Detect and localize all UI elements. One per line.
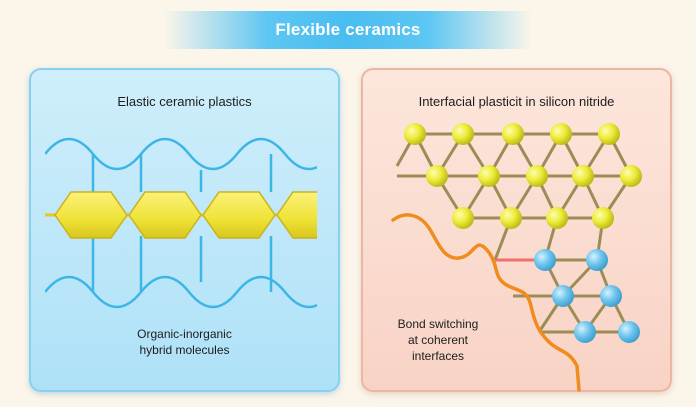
inorganic-hexagon-1 xyxy=(54,191,128,239)
hybrid-molecule-illustration xyxy=(45,137,317,309)
bond-switching-caption: Bond switching at coherent interfaces xyxy=(383,316,493,364)
caption-line: at coherent xyxy=(407,333,469,347)
page-title: Flexible ceramics xyxy=(275,20,421,39)
top-organic-chain xyxy=(45,137,317,171)
inorganic-hexagon-4 xyxy=(276,191,317,239)
inorganic-hexagon-2 xyxy=(128,191,202,239)
yellow-lattice-bonds xyxy=(395,132,633,261)
lattice-illustration xyxy=(391,123,642,392)
caption-line: interfaces xyxy=(411,349,465,363)
elastic-ceramic-heading: Elastic ceramic plastics xyxy=(117,94,252,109)
blue-atoms xyxy=(534,249,640,343)
silicon-nitride-heading: Interfacial plasticit in silicon nitride xyxy=(418,94,615,109)
elastic-ceramic-panel: Elastic ceramic plastics xyxy=(29,68,340,392)
silicon-nitride-panel: Interfacial plasticit in silicon nitride xyxy=(361,68,672,392)
caption-line: Organic-inorganic xyxy=(137,327,232,341)
orange-polymer-chain xyxy=(391,213,581,392)
caption-line: Bond switching xyxy=(397,317,479,331)
title-banner: Flexible ceramics xyxy=(165,11,531,49)
caption-line: hybrid molecules xyxy=(139,343,230,357)
hybrid-molecules-caption: Organic-inorganic hybrid molecules xyxy=(31,326,338,358)
inorganic-hexagon-3 xyxy=(202,191,276,239)
bottom-organic-chain xyxy=(45,275,317,309)
yellow-atoms xyxy=(404,123,642,229)
